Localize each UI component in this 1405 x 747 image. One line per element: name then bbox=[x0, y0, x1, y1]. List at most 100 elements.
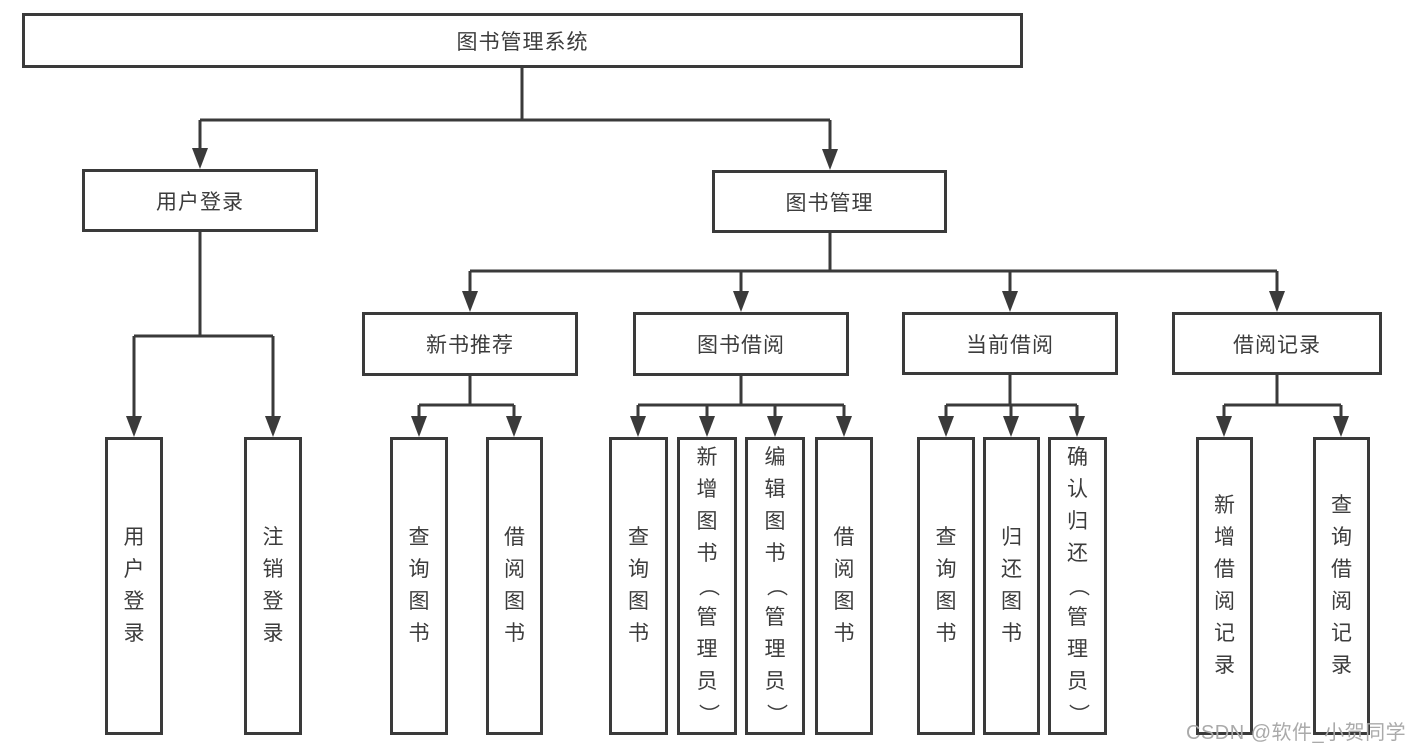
vertical-char: 销 bbox=[262, 558, 284, 581]
vertical-char: 书 bbox=[628, 622, 649, 645]
arrowhead-icon bbox=[265, 416, 281, 437]
vertical-char: 归 bbox=[1001, 526, 1022, 549]
arrowhead-icon bbox=[1269, 291, 1285, 312]
vertical-char: 书 bbox=[833, 622, 855, 645]
vertical-char: 理 bbox=[696, 638, 718, 661]
vertical-char: 注 bbox=[262, 526, 284, 549]
vertical-char: ） bbox=[1066, 703, 1090, 725]
node-leaf-query-books-recommend: 查询图书 bbox=[390, 437, 448, 735]
vertical-char: ） bbox=[696, 703, 719, 725]
vertical-char: 借 bbox=[1331, 558, 1352, 581]
vertical-char: （ bbox=[1066, 575, 1090, 597]
vertical-char: 新 bbox=[1214, 494, 1235, 517]
vertical-char: 图 bbox=[833, 590, 855, 613]
watermark: CSDN @软件_小贺同学 bbox=[1186, 722, 1405, 744]
vertical-char: 记 bbox=[1214, 622, 1235, 645]
vertical-char: 员 bbox=[764, 670, 786, 693]
node-leaf-edit-books-admin: 编辑图书 （ 管理员 ） bbox=[745, 437, 805, 735]
vertical-char: 借 bbox=[833, 526, 855, 549]
arrowhead-icon bbox=[506, 416, 522, 437]
vertical-char: 登 bbox=[123, 590, 145, 613]
vertical-char: 图 bbox=[504, 590, 525, 613]
vertical-char: 理 bbox=[764, 638, 786, 661]
vertical-char: 借 bbox=[504, 526, 525, 549]
node-borrowing-records: 借阅记录 bbox=[1172, 312, 1382, 375]
vertical-char: 确 bbox=[1067, 446, 1088, 469]
vertical-char: 图 bbox=[696, 510, 718, 533]
node-book-management: 图书管理 bbox=[712, 170, 947, 233]
vertical-char: 书 bbox=[764, 542, 786, 565]
vertical-char: 员 bbox=[1067, 670, 1088, 693]
vertical-char: 管 bbox=[696, 606, 718, 629]
vertical-char: 阅 bbox=[504, 558, 525, 581]
vertical-char: 管 bbox=[1067, 606, 1088, 629]
arrowhead-icon bbox=[938, 416, 954, 437]
vertical-char: 录 bbox=[262, 622, 284, 645]
node-leaf-confirm-return-admin: 确认归还（管理员） bbox=[1048, 437, 1107, 735]
node-leaf-borrow-books-recommend: 借阅图书 bbox=[486, 437, 543, 735]
node-root: 图书管理系统 bbox=[22, 13, 1023, 68]
node-leaf-query-books-current: 查询图书 bbox=[917, 437, 975, 735]
vertical-char: 认 bbox=[1067, 478, 1088, 501]
vertical-char: 查 bbox=[408, 526, 430, 549]
vertical-char: 编 bbox=[764, 446, 786, 469]
vertical-char: 书 bbox=[1001, 622, 1022, 645]
arrowhead-icon bbox=[411, 416, 427, 437]
node-leaf-query-books-borrowing: 查询图书 bbox=[609, 437, 668, 735]
node-leaf-add-books-admin: 新增图书（管理员） bbox=[677, 437, 737, 735]
vertical-char: 管 bbox=[764, 606, 786, 629]
vertical-char: 录 bbox=[1214, 654, 1235, 677]
arrowhead-icon bbox=[1003, 416, 1019, 437]
vertical-char: 书 bbox=[935, 622, 957, 645]
vertical-char: 查 bbox=[628, 526, 649, 549]
arrowhead-icon bbox=[767, 416, 783, 437]
node-leaf-query-borrow-record: 查询借阅记录 bbox=[1313, 437, 1370, 735]
arrowhead-icon bbox=[192, 148, 208, 169]
vertical-char: 归 bbox=[1067, 510, 1088, 533]
vertical-char: 增 bbox=[1214, 526, 1235, 549]
vertical-char: 询 bbox=[408, 558, 430, 581]
node-user-login: 用户登录 bbox=[82, 169, 318, 232]
vertical-char: （ bbox=[764, 575, 787, 597]
vertical-char: 登 bbox=[262, 590, 284, 613]
vertical-char: 询 bbox=[628, 558, 649, 581]
vertical-char: 阅 bbox=[1331, 590, 1352, 613]
vertical-char: 询 bbox=[1331, 526, 1352, 549]
vertical-char: 录 bbox=[1331, 654, 1352, 677]
node-book-borrowing: 图书借阅 bbox=[633, 312, 849, 376]
vertical-char: （ bbox=[696, 575, 719, 597]
arrowhead-icon bbox=[822, 149, 838, 170]
arrowhead-icon bbox=[699, 416, 715, 437]
vertical-char: 录 bbox=[123, 622, 145, 645]
vertical-char: 图 bbox=[935, 590, 957, 613]
vertical-char: 询 bbox=[935, 558, 957, 581]
node-leaf-return-books: 归还图书 bbox=[983, 437, 1040, 735]
vertical-char: 用 bbox=[123, 526, 145, 549]
vertical-char: 书 bbox=[504, 622, 525, 645]
vertical-char: 图 bbox=[1001, 590, 1022, 613]
vertical-char: 辑 bbox=[764, 478, 786, 501]
vertical-char: 查 bbox=[1331, 494, 1352, 517]
vertical-char: 图 bbox=[764, 510, 786, 533]
vertical-char: ） bbox=[764, 703, 787, 725]
arrowhead-icon bbox=[733, 291, 749, 312]
vertical-char: 户 bbox=[123, 558, 145, 581]
node-leaf-logout: 注销登录 bbox=[244, 437, 302, 735]
vertical-char: 还 bbox=[1001, 558, 1022, 581]
arrowhead-icon bbox=[462, 291, 478, 312]
arrowhead-icon bbox=[1216, 416, 1232, 437]
node-current-borrowing: 当前借阅 bbox=[902, 312, 1118, 375]
arrowhead-icon bbox=[630, 416, 646, 437]
arrowhead-icon bbox=[1333, 416, 1349, 437]
arrowhead-icon bbox=[126, 416, 142, 437]
arrowhead-icon bbox=[1002, 291, 1018, 312]
vertical-char: 借 bbox=[1214, 558, 1235, 581]
arrowhead-icon bbox=[836, 416, 852, 437]
vertical-char: 增 bbox=[696, 478, 718, 501]
node-leaf-borrow-books-borrowing: 借阅图书 bbox=[815, 437, 873, 735]
vertical-char: 书 bbox=[696, 542, 718, 565]
vertical-char: 还 bbox=[1067, 542, 1088, 565]
vertical-char: 图 bbox=[408, 590, 430, 613]
vertical-char: 图 bbox=[628, 590, 649, 613]
